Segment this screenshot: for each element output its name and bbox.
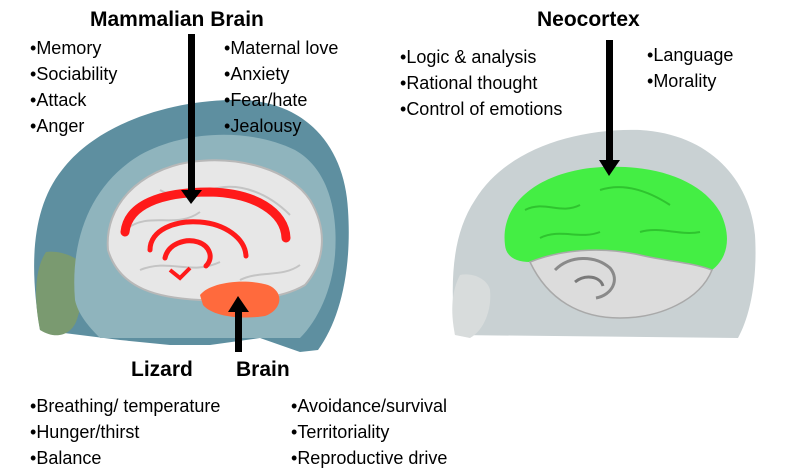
right-inner-brain [528,249,713,319]
list-item: Hunger/thirst [30,419,220,445]
list-item: Breathing/ temperature [30,393,220,419]
limbic-arc-highlight [120,187,291,243]
list-item: Fear/hate [224,87,338,113]
list-item: Balance [30,445,220,471]
list-item: Sociability [30,61,117,87]
right-head-illustration [452,129,756,338]
left-brain [106,159,323,302]
list-item: Avoidance/survival [291,393,447,419]
left-head-illustration [34,99,349,352]
list-item: Anger [30,113,117,139]
list-item: Control of emotions [400,96,562,122]
mammalian-right-list: Maternal love Anxiety Fear/hate Jealousy [224,35,338,139]
list-item: Territoriality [291,419,447,445]
mammalian-brain-title: Mammalian Brain [90,8,264,31]
lizard-brain-title-word2: Brain [236,358,290,381]
list-item: Logic & analysis [400,44,562,70]
right-cortex-highlight [504,166,727,270]
list-item: Memory [30,35,117,61]
mammalian-left-list: Memory Sociability Attack Anger [30,35,117,139]
arrow-to-brainstem [228,296,249,352]
arrow-to-limbic [181,34,202,204]
list-item: Rational thought [400,70,562,96]
neocortex-title: Neocortex [537,8,640,31]
neocortex-right-list: Language Morality [647,42,733,94]
neocortex-left-list: Logic & analysis Rational thought Contro… [400,44,562,122]
lizard-left-list: Breathing/ temperature Hunger/thirst Bal… [30,393,220,471]
list-item: Jealousy [224,113,338,139]
list-item: Morality [647,68,733,94]
list-item: Attack [30,87,117,113]
list-item: Anxiety [224,61,338,87]
left-face-skin [36,251,83,336]
arrow-to-neocortex [599,40,620,176]
list-item: Language [647,42,733,68]
lizard-right-list: Avoidance/survival Territoriality Reprod… [291,393,447,471]
lizard-brain-title-word1: Lizard [131,358,193,381]
list-item: Maternal love [224,35,338,61]
list-item: Reproductive drive [291,445,447,471]
right-face [452,274,491,338]
